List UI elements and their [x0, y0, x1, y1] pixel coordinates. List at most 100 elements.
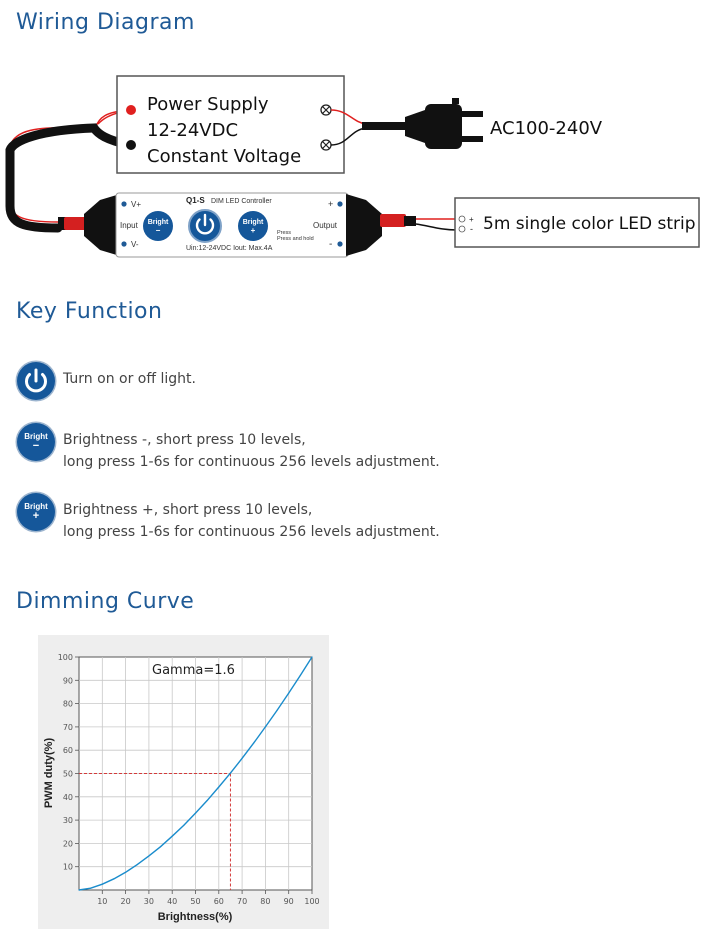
- bright-plus-icon-symbol: +: [32, 510, 40, 522]
- controller-minus-label: -: [329, 239, 332, 250]
- curve-point: [218, 786, 220, 788]
- wire-vminus: [5, 123, 135, 233]
- curve-point: [113, 878, 115, 880]
- controller-bright-minus-button: Bright −: [143, 211, 173, 241]
- curve-point: [136, 864, 138, 866]
- controller-input-label: Input: [120, 221, 139, 230]
- ac-voltage-label: AC100-240V: [490, 118, 603, 139]
- dimming-curve-title: Dimming Curve: [16, 589, 195, 614]
- led-strip-label: 5m single color LED strip: [483, 214, 696, 234]
- y-tick-label: 90: [63, 676, 73, 685]
- x-tick-label: 90: [284, 897, 294, 906]
- bright-minus-icon-label: Bright: [24, 432, 48, 441]
- power-supply-line-1: Power Supply: [147, 94, 269, 115]
- controller-bright-plus-button: Bright +: [238, 211, 268, 241]
- svg-text:Bright: Bright: [243, 219, 264, 226]
- svg-text:−: −: [156, 226, 161, 235]
- y-tick-label: 80: [63, 700, 73, 709]
- controller-press-label: Press: [277, 230, 291, 236]
- x-tick-label: 10: [97, 897, 107, 906]
- curve-point: [276, 709, 278, 711]
- curve-point: [206, 799, 208, 802]
- wiring-diagram: Power Supply 12-24VDC Constant Voltage A…: [5, 75, 700, 258]
- y-tick-label: 20: [63, 839, 73, 848]
- curve-point: [253, 742, 255, 744]
- curve-point: [171, 835, 173, 837]
- ac-terminal-screw-2: [320, 139, 332, 151]
- curve-point: [101, 883, 103, 885]
- curve-point: [288, 692, 290, 694]
- curve-point: [264, 726, 266, 728]
- key-function-bright-plus-line-2: long press 1-6s for continuous 256 level…: [63, 524, 440, 540]
- x-tick-label: 60: [214, 897, 224, 906]
- gamma-curve-line: [78, 656, 313, 891]
- controller-press-hold-label: Press and hold: [277, 236, 314, 242]
- bright-minus-icon: Bright −: [17, 423, 55, 461]
- power-supply-box: [116, 75, 345, 174]
- key-function-bright-plus-line-1: Brightness +, short press 10 levels,: [63, 502, 313, 518]
- curve-point: [148, 855, 150, 857]
- y-tick-label: 10: [63, 863, 73, 872]
- x-tick-label: 100: [304, 897, 319, 906]
- curve-point: [125, 871, 127, 873]
- curve-point: [159, 846, 162, 848]
- key-function-bright-minus-line-1: Brightness -, short press 10 levels,: [63, 432, 306, 448]
- controller-subtitle: DIM LED Controller: [211, 198, 272, 205]
- x-tick-label: 70: [237, 897, 247, 906]
- gamma-annotation: Gamma=1.6: [152, 663, 235, 678]
- power-supply-line-2: 12-24VDC: [147, 120, 238, 141]
- bright-plus-icon-label: Bright: [24, 502, 48, 511]
- ac-terminal-screw-1: [320, 104, 332, 116]
- y-tick-label: 60: [63, 746, 73, 755]
- x-tick-label: 20: [121, 897, 131, 906]
- curve-point: [183, 824, 185, 826]
- controller-output-label: Output: [313, 221, 338, 230]
- curve-point: [299, 674, 301, 677]
- key-function-title: Key Function: [16, 299, 163, 324]
- controller-vplus-label: V+: [131, 200, 141, 209]
- curve-point: [90, 887, 92, 889]
- x-tick-label: 50: [190, 897, 200, 906]
- x-tick-label: 30: [144, 897, 154, 906]
- svg-text:Bright: Bright: [148, 219, 169, 226]
- plot-area: [78, 656, 313, 891]
- controller-plus-label: +: [328, 199, 333, 209]
- led-strip-box: [454, 197, 700, 248]
- x-tick-label: 80: [260, 897, 270, 906]
- bright-minus-icon-symbol: −: [32, 440, 40, 452]
- output-wire-black: [415, 223, 458, 231]
- wire-vplus: [9, 109, 131, 223]
- wiring-diagram-title: Wiring Diagram: [16, 10, 195, 35]
- curve-point: [241, 757, 243, 759]
- power-icon: [17, 362, 55, 400]
- bright-plus-icon: Bright +: [17, 493, 55, 531]
- svg-text:+: +: [469, 215, 474, 224]
- y-tick-label: 40: [63, 793, 73, 802]
- ac-plug-icon: [405, 98, 483, 149]
- y-tick-label: 70: [63, 723, 73, 732]
- svg-text:-: -: [470, 224, 473, 234]
- power-supply-line-3: Constant Voltage: [147, 146, 301, 167]
- led-strip-terminals: + -: [458, 215, 474, 234]
- q1s-controller: V+ V- Input Output + - Q1-S DIM LED Cont…: [58, 192, 416, 258]
- key-function-power-text: Turn on or off light.: [63, 371, 196, 387]
- curve-point: [194, 812, 197, 814]
- curve-point: [229, 772, 232, 774]
- chart-background: [38, 635, 329, 929]
- y-tick-label: 30: [63, 816, 73, 825]
- x-axis-label: Brightness(%): [158, 911, 233, 923]
- curve-point: [78, 889, 80, 891]
- power-supply-vminus-terminal: [126, 140, 136, 150]
- key-function-bright-minus-line-2: long press 1-6s for continuous 256 level…: [63, 454, 440, 470]
- svg-text:+: +: [251, 226, 256, 235]
- y-tick-label: 50: [63, 770, 73, 779]
- y-tick-label: 100: [58, 653, 73, 662]
- controller-vminus-label: V-: [131, 240, 139, 249]
- power-supply-vplus-terminal: [126, 105, 136, 115]
- y-axis-label: PWM duty(%): [43, 738, 55, 809]
- controller-power-button: [188, 209, 222, 243]
- controller-model: Q1-S: [186, 196, 205, 205]
- x-tick-label: 40: [167, 897, 177, 906]
- curve-point: [311, 656, 313, 658]
- controller-specs: Uin:12-24VDC Iout: Max.4A: [186, 245, 273, 252]
